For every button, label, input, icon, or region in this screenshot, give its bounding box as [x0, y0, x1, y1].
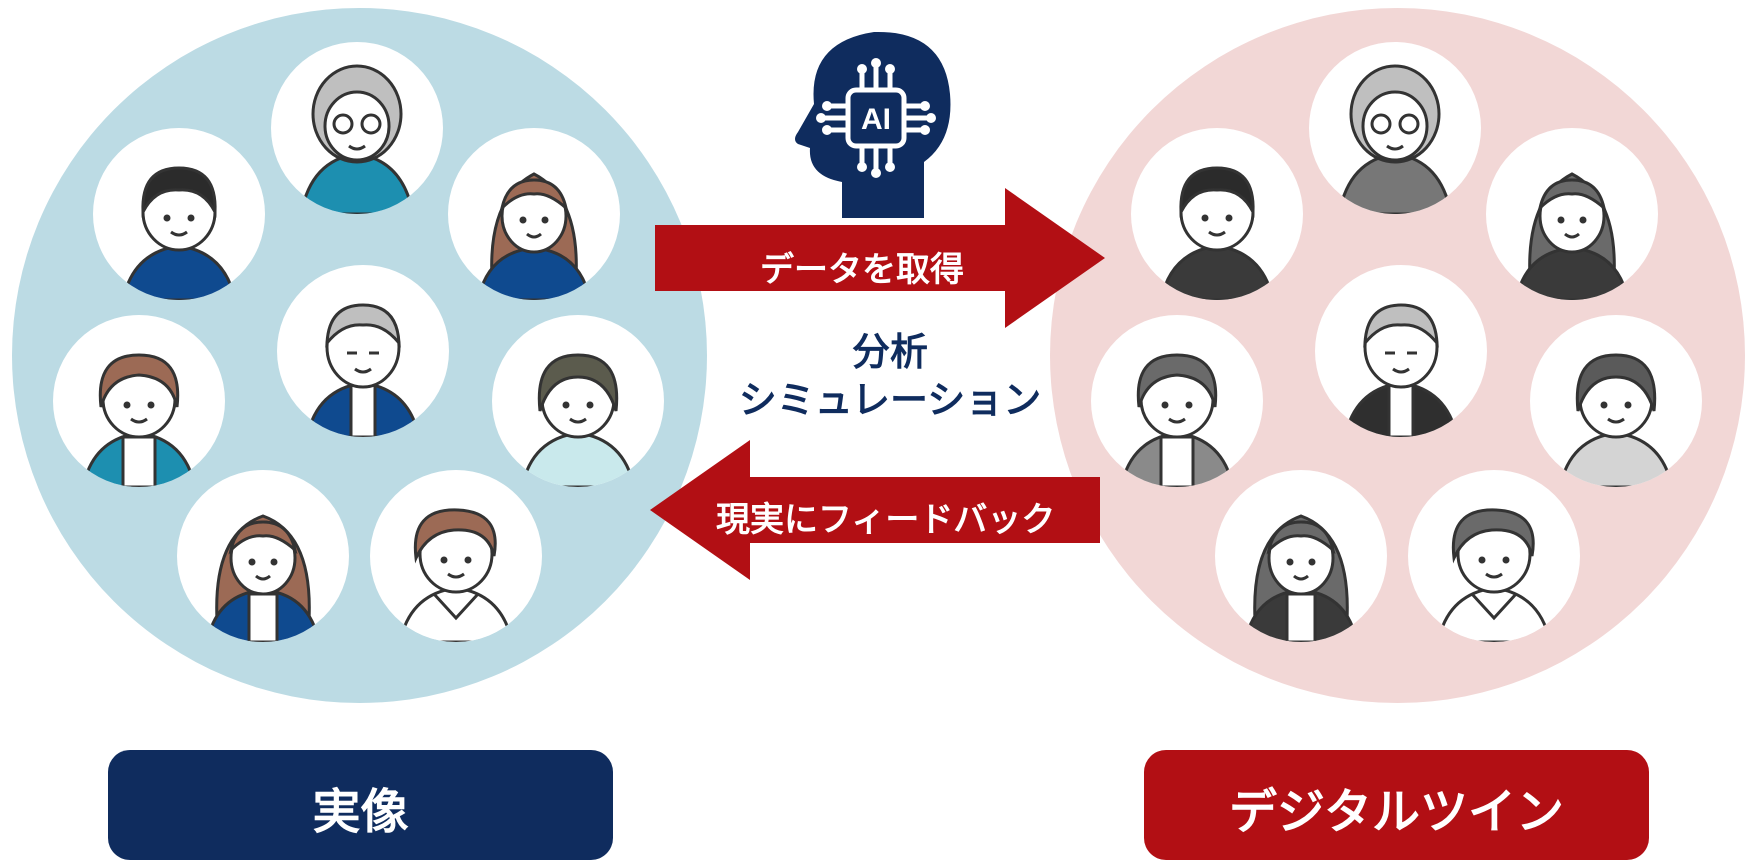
hoodie-woman-twin-avatar: [1408, 470, 1580, 642]
digital-twin-label-box: デジタルツイン: [1144, 750, 1649, 860]
bob-hair-woman-twin-avatar: [1530, 315, 1702, 487]
elderly-woman-avatar: [271, 42, 443, 214]
short-hair-woman-twin-avatar: [1091, 315, 1263, 487]
boy-avatar: [93, 128, 265, 300]
acquire-data-label: データを取得: [760, 250, 964, 290]
short-hair-woman-avatar: [53, 315, 225, 487]
elderly-woman-twin-avatar: [1309, 42, 1481, 214]
long-hair-woman-avatar: [448, 128, 620, 300]
feedback-arrow: [650, 440, 1100, 580]
long-hair-woman-twin-avatar: [1486, 128, 1658, 300]
simulation-label: シミュレーション: [738, 378, 1042, 422]
wavy-hair-woman-avatar: [177, 470, 349, 642]
real-image-label-box: 実像: [108, 750, 613, 860]
analysis-label: 分析: [851, 330, 928, 374]
hoodie-woman-avatar: [370, 470, 542, 642]
boy-twin-avatar: [1131, 128, 1303, 300]
feedback-label: 現実にフィードバック: [716, 500, 1056, 540]
real-image-label: 実像: [312, 784, 409, 840]
ai-label: AI: [861, 103, 891, 136]
acquire-data-arrow: [655, 188, 1105, 328]
elderly-man-avatar: [277, 265, 449, 437]
wavy-hair-woman-twin-avatar: [1215, 470, 1387, 642]
ai-head-icon: AI: [784, 22, 954, 219]
elderly-man-twin-avatar: [1315, 265, 1487, 437]
digital-twin-label: デジタルツイン: [1228, 784, 1565, 840]
bob-hair-woman-avatar: [492, 315, 664, 487]
